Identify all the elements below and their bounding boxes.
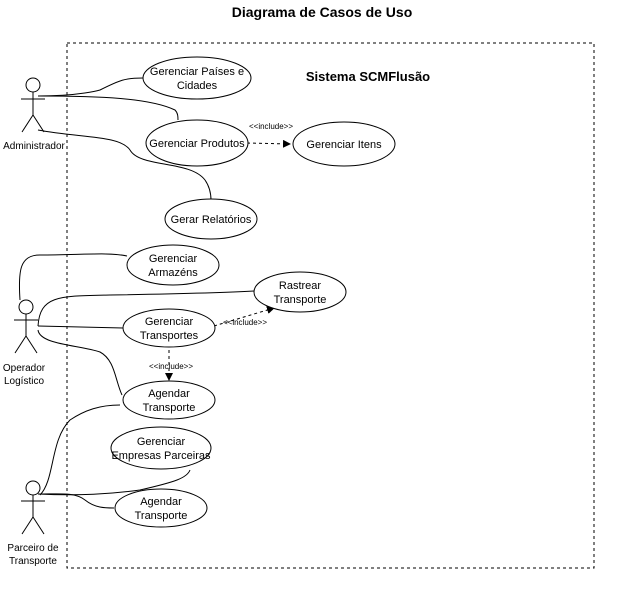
use-case-gerenciar-armazens[interactable]: Gerenciar Armazéns: [126, 244, 220, 286]
actor-administrador[interactable]: Administrador: [3, 77, 66, 152]
uc-label-line: Gerenciar Países e: [150, 66, 244, 78]
use-case-gerenciar-produtos[interactable]: Gerenciar Produtos: [145, 119, 249, 167]
uc-label-line: Empresas Parceiras: [111, 450, 211, 462]
include-transportes-rastrear: [213, 306, 275, 327]
include-produtos-itens: [246, 139, 291, 148]
uc-label-line: Transporte: [274, 294, 327, 306]
include-dependencies: <<include>> <<include>> <<include>>: [149, 122, 293, 381]
uc-label-line: Transporte: [135, 510, 188, 522]
uc-label-line: Armazéns: [148, 267, 198, 279]
assoc-parceiro-agendar2: [37, 493, 115, 509]
assoc-admin-relatorios: [37, 129, 212, 204]
actor-label-line: Transporte: [9, 556, 57, 567]
uc-label-line: Rastrear: [279, 280, 322, 292]
uc-label-line: Gerenciar Produtos: [149, 138, 245, 150]
assoc-operador-armazens: [18, 253, 128, 301]
actor-label-line: Operador: [3, 363, 46, 374]
use-case-gerar-relatorios[interactable]: Gerar Relatórios: [164, 198, 258, 240]
uc-label-line: Transportes: [140, 330, 199, 342]
stick-figure-icon: [14, 299, 38, 354]
associations: [18, 77, 255, 509]
use-case-rastrear-transporte[interactable]: Rastrear Transporte: [253, 271, 347, 313]
uc-label-line: Gerenciar Itens: [306, 139, 382, 151]
system-name: Sistema SCMFlusão: [306, 69, 430, 84]
assoc-admin-paises: [37, 77, 144, 97]
uc-label-line: Agendar: [140, 496, 182, 508]
stick-figure-icon: [21, 77, 45, 133]
uc-label-line: Gerar Relatórios: [171, 214, 252, 226]
use-case-agendar-transporte[interactable]: Agendar Transporte: [122, 380, 216, 420]
stick-figure-icon: [21, 480, 45, 535]
actor-label-line: Parceiro de: [7, 543, 59, 554]
actor-label-line: Logístico: [4, 376, 44, 387]
uc-label-line: Agendar: [148, 388, 190, 400]
uc-label-line: Gerenciar: [149, 253, 198, 265]
use-case-gerenciar-empresas-parceiras[interactable]: Gerenciar Empresas Parceiras: [110, 426, 212, 470]
assoc-operador-agendar: [37, 329, 123, 396]
uc-label-line: Gerenciar: [145, 316, 194, 328]
uc-label-line: Cidades: [177, 80, 218, 92]
include-label-transportes-agendar: <<include>>: [149, 362, 193, 371]
include-label-produtos-itens: <<include>>: [249, 122, 293, 131]
include-label-transportes-rastrear: <<include>>: [223, 318, 267, 327]
assoc-admin-produtos: [37, 95, 179, 121]
actor-operador-logistico[interactable]: Operador Logístico: [3, 299, 46, 387]
assoc-parceiro-agendar: [39, 404, 121, 496]
uc-label-line: Transporte: [143, 402, 196, 414]
system-boundary: [66, 42, 595, 569]
actor-label-line: Administrador: [3, 141, 65, 152]
assoc-operador-transportes: [37, 325, 124, 329]
use-case-gerenciar-itens[interactable]: Gerenciar Itens: [292, 121, 396, 167]
use-case-agendar-transporte-2[interactable]: Agendar Transporte: [114, 488, 208, 528]
use-case-gerenciar-transportes[interactable]: Gerenciar Transportes: [122, 308, 216, 348]
assoc-operador-rastrear: [37, 290, 255, 327]
uc-label-line: Gerenciar: [137, 436, 186, 448]
use-case-gerenciar-paises-cidades[interactable]: Gerenciar Países e Cidades: [142, 56, 252, 100]
diagram-title: Diagrama de Casos de Uso: [232, 4, 413, 20]
assoc-parceiro-empresas: [37, 469, 191, 496]
actor-parceiro-transporte[interactable]: Parceiro de Transporte: [7, 480, 59, 567]
